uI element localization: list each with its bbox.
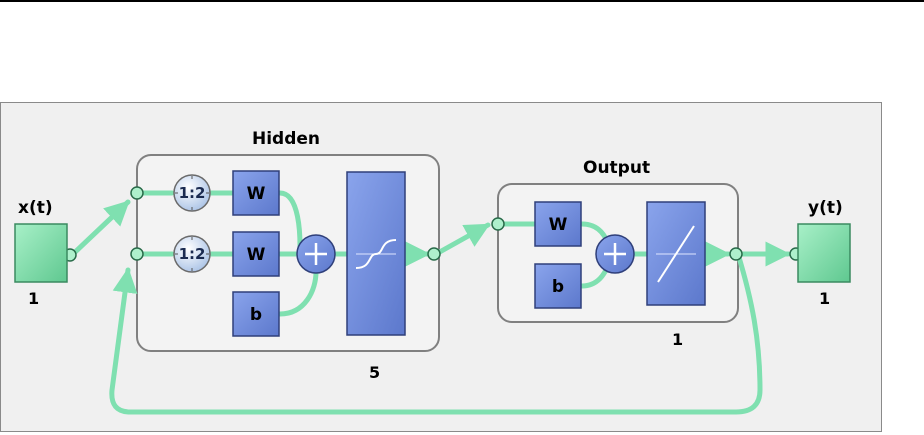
input-block	[15, 224, 67, 282]
purelin-transfer-icon	[647, 202, 705, 305]
output-sum-icon	[596, 235, 634, 273]
hidden-feedback-weight: W	[233, 232, 279, 276]
hidden-sum-icon	[297, 235, 335, 273]
hidden-layer-size: 5	[369, 363, 380, 382]
hidden-bias: b	[233, 292, 279, 336]
input-size: 1	[28, 289, 39, 308]
feedback-delay-clock-icon: 1:2	[174, 236, 210, 272]
output-layer-size: 1	[672, 330, 683, 349]
output-node-label: y(t)	[808, 198, 843, 218]
feedback-delay-label: 1:2	[179, 245, 206, 263]
input-delay-clock-icon: 1:2	[174, 175, 210, 211]
hidden-bias-label: b	[250, 305, 262, 325]
output-bias: b	[535, 264, 581, 308]
output-layer-title: Output	[583, 158, 650, 178]
hidden-feedback-weight-label: W	[247, 245, 266, 265]
output-weight: W	[535, 202, 581, 246]
output-weight-label: W	[549, 215, 568, 235]
hidden-layer-title: Hidden	[252, 129, 320, 149]
output-node-size: 1	[819, 289, 830, 308]
output-block	[798, 224, 850, 282]
tansig-transfer-icon	[347, 172, 405, 335]
hidden-input-weight-label: W	[247, 184, 266, 204]
input-label: x(t)	[18, 198, 53, 218]
input-delay-label: 1:2	[179, 184, 206, 202]
hidden-input-weight: W	[233, 171, 279, 215]
output-bias-label: b	[552, 277, 564, 297]
